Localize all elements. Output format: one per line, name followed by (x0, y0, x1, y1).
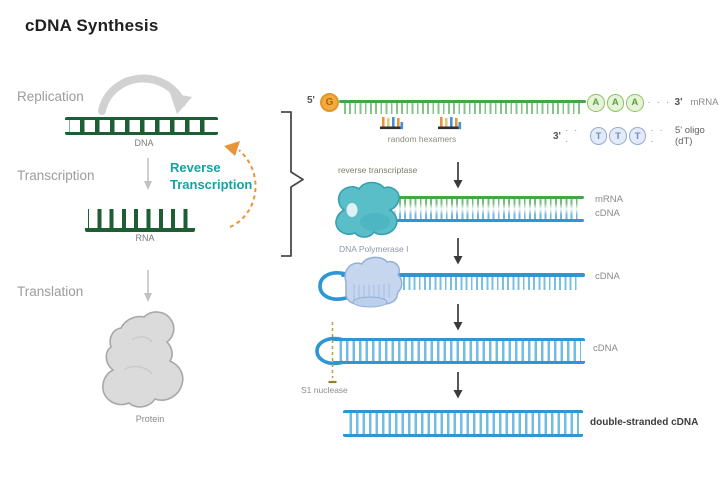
dna-ladder-icon (65, 117, 218, 135)
replication-arc-arrow-icon (98, 74, 192, 115)
double-stranded-cdna-label: double-stranded cDNA (590, 417, 699, 428)
mrna-strand-icon (339, 100, 586, 114)
step-arrow-icon (453, 162, 463, 189)
step-arrow-icon (453, 238, 463, 265)
base-t-icon: T (628, 127, 647, 145)
five-prime-label: 5' (307, 95, 315, 106)
rna-label: RNA (135, 233, 155, 243)
reverse-transcription-label: Reverse Transcription (170, 159, 252, 193)
translation-label: Translation (17, 284, 84, 299)
mrna-label: mRNA (690, 97, 719, 109)
dna-polymerase-label: DNA Polymerase I (339, 244, 409, 254)
step-arrow-icon (453, 372, 463, 399)
s1-nuclease-cut-line-icon (328, 322, 337, 384)
reverse-transcription-line2: Transcription (170, 177, 253, 192)
base-a-icon: A (587, 94, 605, 112)
cdna-strand-icon (341, 273, 585, 290)
translation-arrow-icon (144, 270, 152, 302)
oligo-dt-row: 3' · · · T T T · · · 5' oligo (dT) (553, 125, 720, 147)
protein-blob-icon (102, 311, 184, 408)
transcription-arrow-icon (144, 158, 152, 190)
transcription-label: Transcription (17, 168, 95, 183)
mrna-cdna-duplex-icon (370, 196, 584, 222)
rna-strand-icon (85, 209, 195, 232)
random-hexamer-icon (380, 117, 404, 130)
s1-nuclease-label: S1 nuclease (301, 385, 348, 395)
cdna-strand-label: cDNA (593, 343, 618, 354)
reverse-transcriptase-label: reverse transcriptase (338, 165, 418, 175)
double-stranded-cdna-ladder-icon (343, 410, 583, 437)
g-cap-icon: G (320, 93, 339, 112)
reverse-transcription-dashed-arrow-icon (224, 141, 257, 228)
dna-polymerase-enzyme-icon (344, 256, 403, 308)
mrna-strand-label: mRNA (595, 194, 623, 205)
hairpin-cdna-ladder-icon (333, 338, 585, 364)
cdna-strand-label: cDNA (595, 271, 620, 282)
poly-a-tail: A A A · · · 3' mRNA (587, 94, 718, 112)
base-a-icon: A (626, 94, 644, 112)
replication-label: Replication (17, 89, 84, 104)
step-arrow-icon (453, 304, 463, 331)
hairpin-loop-icon (318, 271, 348, 301)
oligo-dt-label: 5' oligo (dT) (675, 125, 705, 147)
ellipsis: · · · (564, 125, 579, 147)
base-t-icon: T (609, 127, 627, 145)
reverse-transcription-line1: Reverse (170, 160, 221, 175)
hairpin-loop-icon (315, 336, 344, 366)
random-hexamers-label: random hexamers (387, 134, 457, 144)
three-prime-label: 3' (674, 97, 683, 109)
ellipsis: · · · (647, 97, 671, 109)
cdna-strand-label: cDNA (595, 208, 620, 219)
reverse-transcriptase-enzyme-icon (335, 181, 400, 238)
ellipsis: · · · (650, 125, 665, 147)
protein-label: Protein (135, 414, 165, 424)
random-hexamer-icon (438, 117, 462, 130)
three-prime-label: 3' (553, 130, 561, 142)
brace-icon (281, 111, 304, 257)
base-a-icon: A (606, 94, 624, 112)
dna-label: DNA (134, 138, 154, 148)
page-title: cDNA Synthesis (25, 16, 159, 35)
base-t-icon: T (589, 127, 608, 145)
